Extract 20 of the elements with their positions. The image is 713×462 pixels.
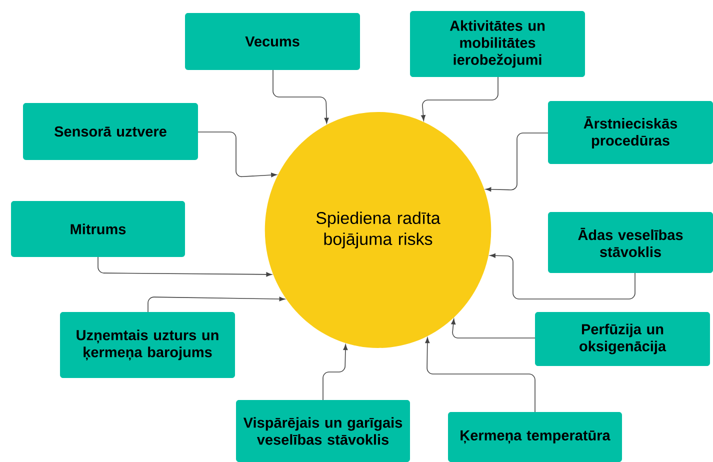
factor-box: Ārstnieciskās procedūras bbox=[548, 101, 713, 164]
arrow bbox=[425, 337, 536, 412]
factor-box: Ādas veselības stāvoklis bbox=[548, 212, 713, 273]
arrow bbox=[421, 76, 498, 121]
factor-box: Ķermeņa temperatūra bbox=[448, 412, 622, 462]
factor-box: Sensorā uztvere bbox=[23, 103, 198, 160]
arrow bbox=[272, 70, 329, 124]
arrow bbox=[148, 296, 285, 312]
arrow bbox=[198, 132, 277, 178]
factor-box: Vispārējais un garīgais veselības stāvoklis bbox=[236, 400, 410, 462]
factor-box: Uzņemtais uzturs un ķermeņa barojums bbox=[60, 312, 235, 378]
factor-box: Mitrums bbox=[11, 201, 185, 257]
arrow bbox=[98, 256, 272, 277]
arrow bbox=[486, 132, 548, 192]
arrow bbox=[322, 344, 348, 400]
arrow bbox=[490, 253, 636, 300]
factor-box: Aktivitātes un mobilitātes ierobežojumi bbox=[410, 11, 585, 77]
factor-box: Perfūzija un oksigenācija bbox=[535, 312, 710, 366]
arrow bbox=[451, 318, 536, 338]
factor-box: Vecums bbox=[185, 13, 360, 70]
